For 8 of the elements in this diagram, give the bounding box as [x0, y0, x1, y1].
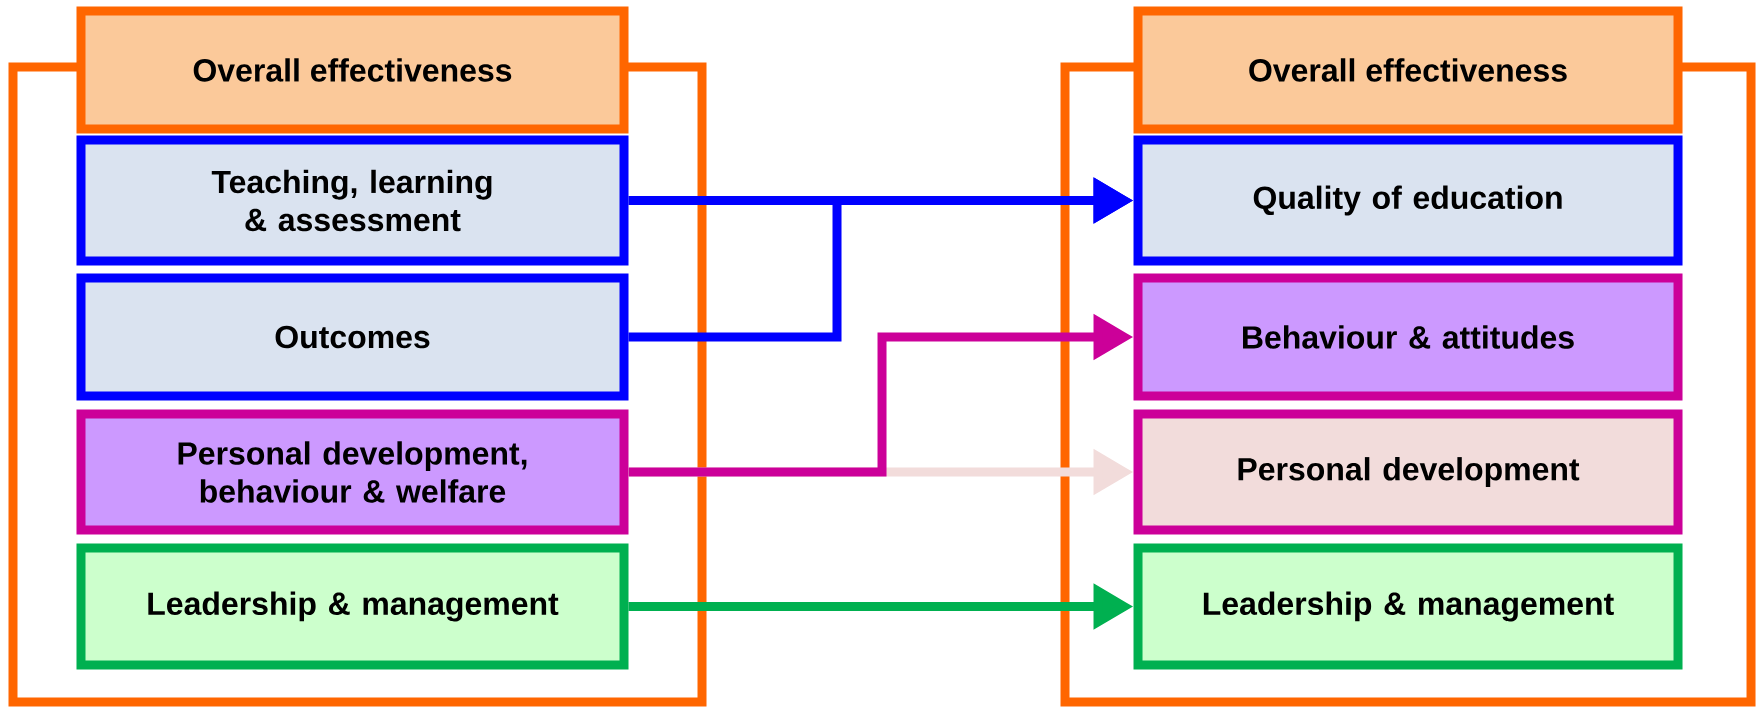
category-box: Teaching, learning & assessment: [76, 135, 629, 266]
category-box: Quality of education: [1133, 135, 1683, 266]
category-box: Leadership & management: [76, 543, 629, 670]
category-box: Outcomes: [76, 273, 629, 401]
category-box: Leadership & management: [1133, 543, 1683, 670]
category-box: Behaviour & attitudes: [1133, 273, 1683, 401]
category-box: Personal development: [1133, 409, 1683, 535]
category-box: Personal development, behaviour & welfare: [76, 409, 629, 535]
